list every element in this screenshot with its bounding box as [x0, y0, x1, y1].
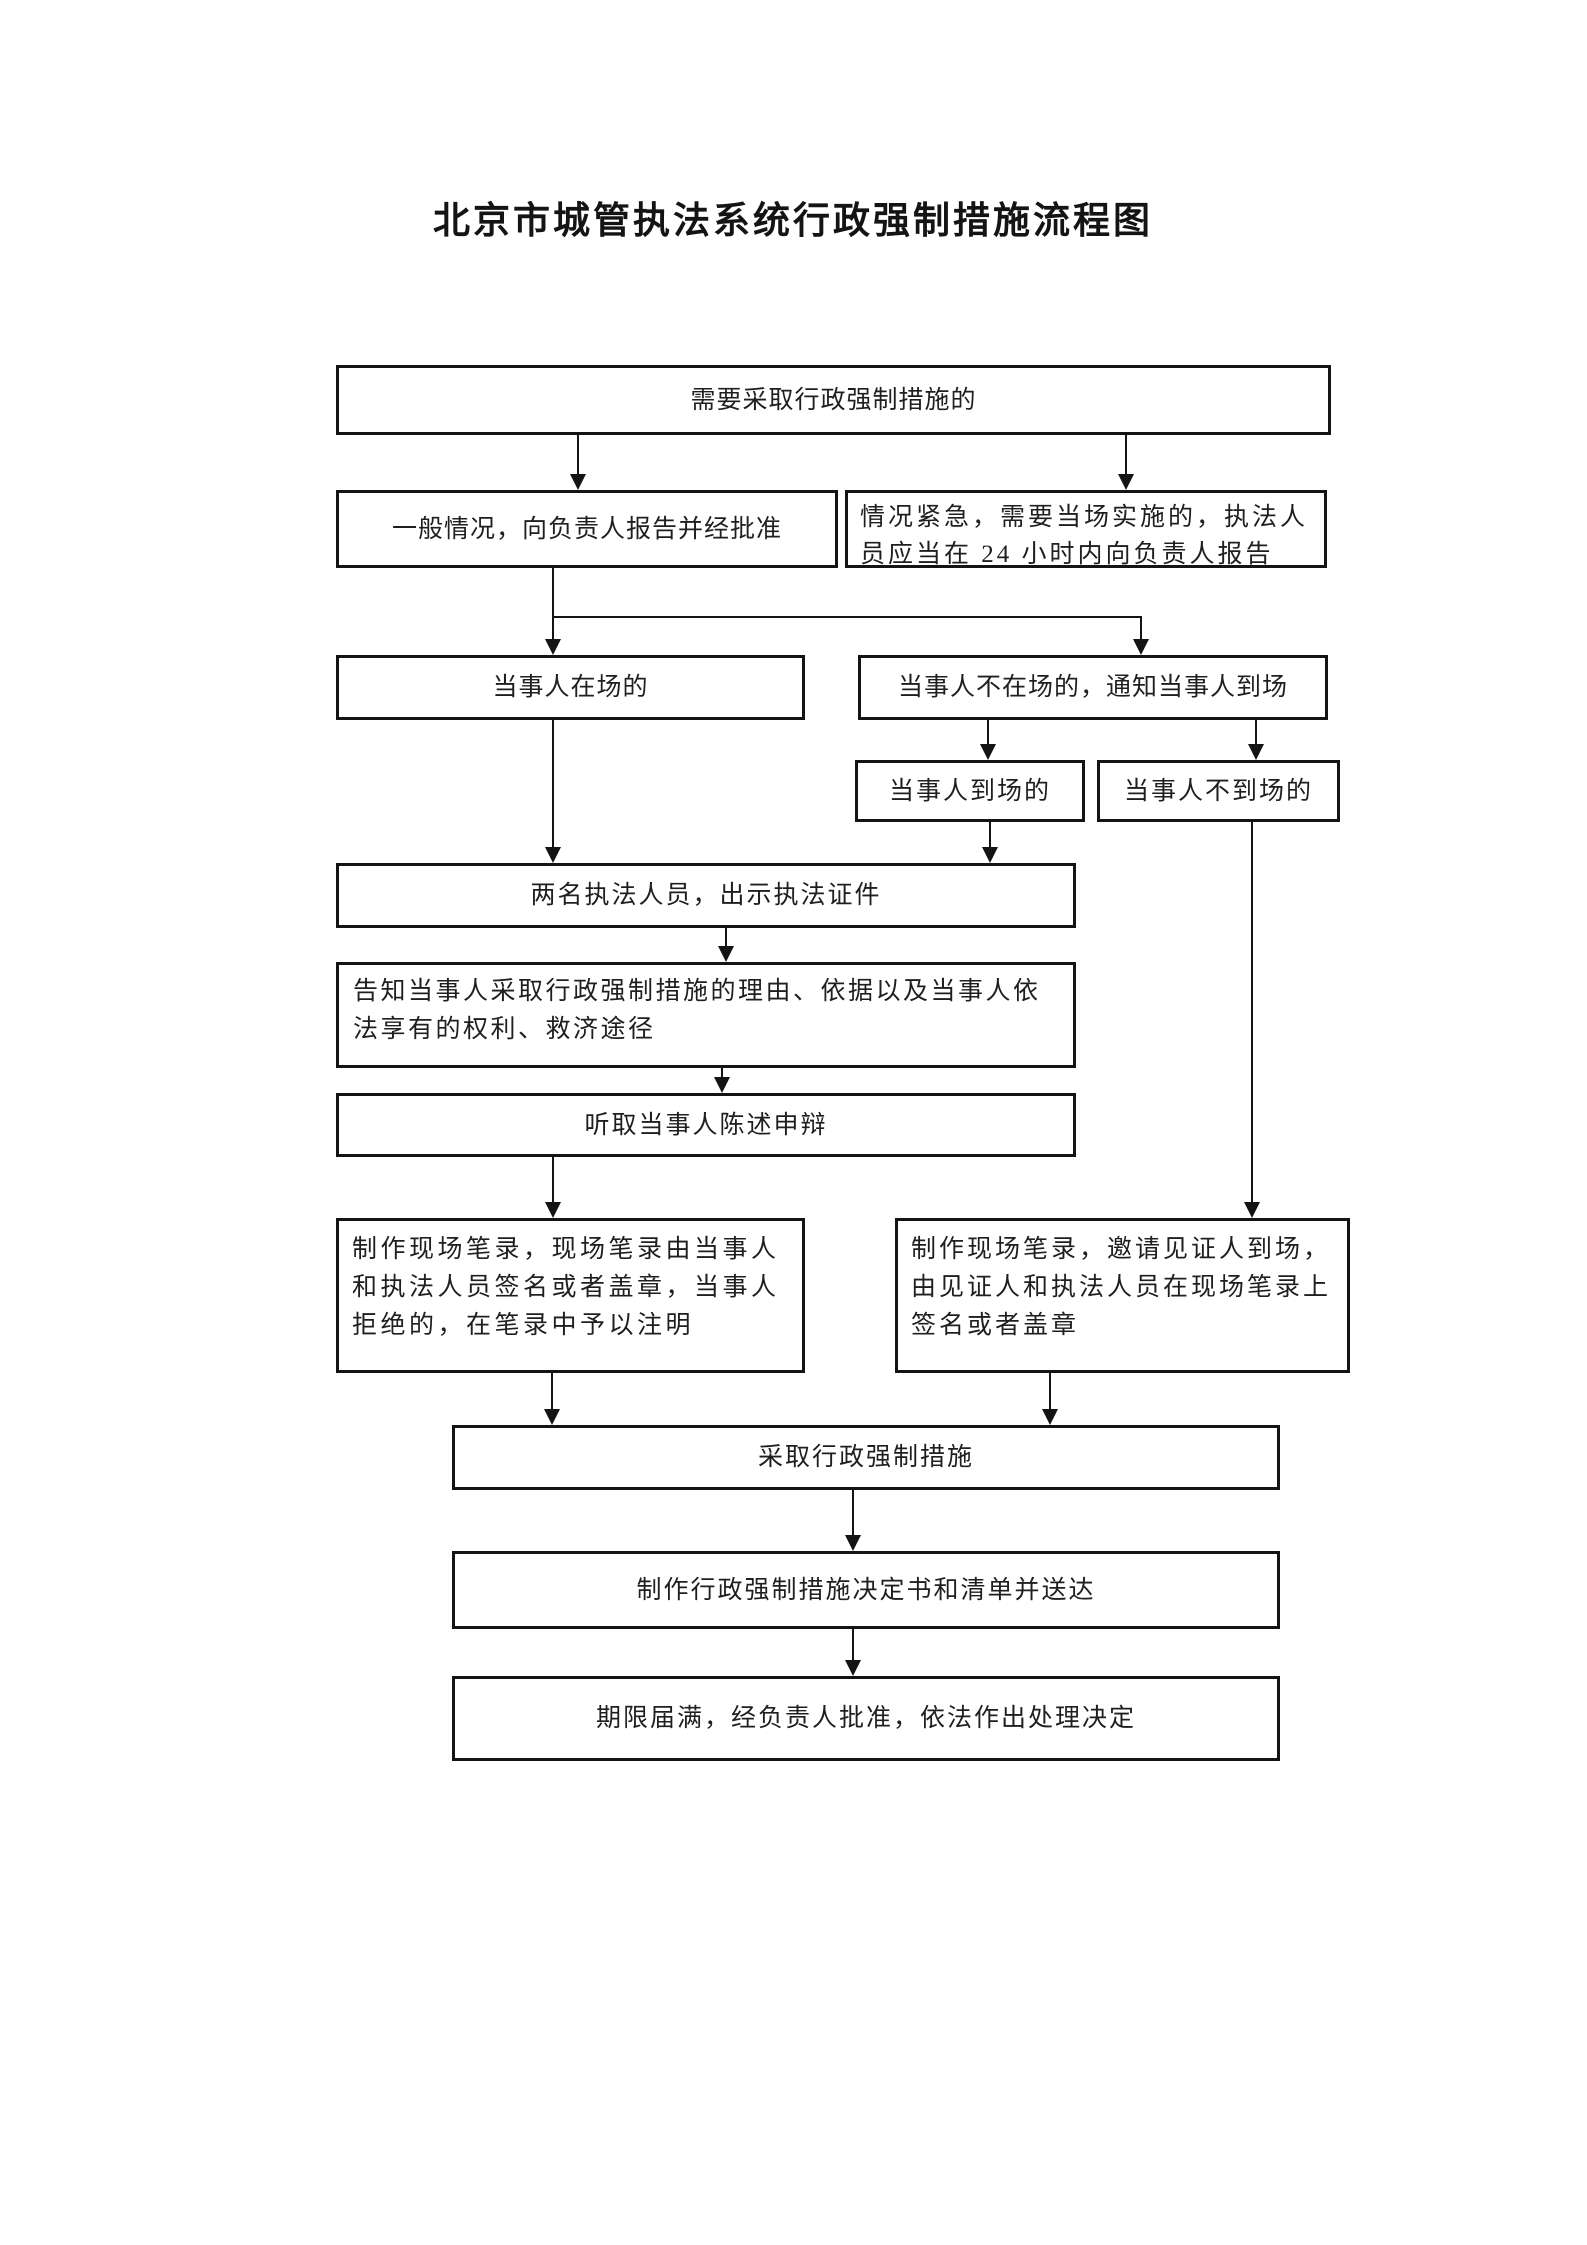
node-take-measure: 采取行政强制措施: [452, 1425, 1280, 1490]
node-need-measure: 需要采取行政强制措施的: [336, 365, 1331, 435]
node-urgent-report: 情况紧急，需要当场实施的，执法人员应当在 24 小时内向负责人报告: [845, 490, 1327, 568]
flowchart-title: 北京市城管执法系统行政强制措施流程图: [433, 201, 1153, 242]
node-decision-doc: 制作行政强制措施决定书和清单并送达: [452, 1551, 1280, 1629]
arrow-need-to-urgent: [1118, 435, 1134, 490]
arrow-officers-to-inform: [718, 928, 734, 962]
connector-branch-horizontal: [552, 616, 1142, 618]
arrow-inform-to-hear: [714, 1068, 730, 1093]
node-inform-rights: 告知当事人采取行政强制措施的理由、依据以及当事人依法享有的权利、救济途径: [336, 962, 1076, 1068]
node-two-officers: 两名执法人员，出示执法证件: [336, 863, 1076, 928]
node-deadline-decision: 期限届满，经负责人批准，依法作出处理决定: [452, 1676, 1280, 1761]
arrow-hear-to-recordparty: [545, 1157, 561, 1218]
arrow-need-to-normal: [570, 435, 586, 490]
arrow-normal-to-present: [545, 568, 561, 655]
node-party-present: 当事人在场的: [336, 655, 805, 720]
arrow-recordparty-to-take: [544, 1373, 560, 1425]
arrow-notarrived-to-recordwitness: [1244, 822, 1260, 1218]
arrow-decision-to-deadline: [845, 1629, 861, 1676]
node-party-absent: 当事人不在场的，通知当事人到场: [858, 655, 1328, 720]
arrow-arrived-to-officers: [982, 822, 998, 863]
arrow-absent-to-arrived: [980, 720, 996, 760]
node-party-not-arrived: 当事人不到场的: [1097, 760, 1340, 822]
arrow-present-to-officers: [545, 720, 561, 863]
arrow-take-to-decision: [845, 1490, 861, 1551]
arrow-recordwitness-to-take: [1042, 1373, 1058, 1425]
node-record-party-sign: 制作现场笔录，现场笔录由当事人和执法人员签名或者盖章，当事人拒绝的，在笔录中予以…: [336, 1218, 805, 1373]
arrow-branch-to-absent: [1133, 617, 1149, 655]
node-record-witness-sign: 制作现场笔录，邀请见证人到场，由见证人和执法人员在现场笔录上签名或者盖章: [895, 1218, 1350, 1373]
arrow-absent-to-notarrived: [1248, 720, 1264, 760]
node-hear-statement: 听取当事人陈述申辩: [336, 1093, 1076, 1157]
node-normal-report: 一般情况，向负责人报告并经批准: [336, 490, 838, 568]
node-party-arrived: 当事人到场的: [855, 760, 1085, 822]
